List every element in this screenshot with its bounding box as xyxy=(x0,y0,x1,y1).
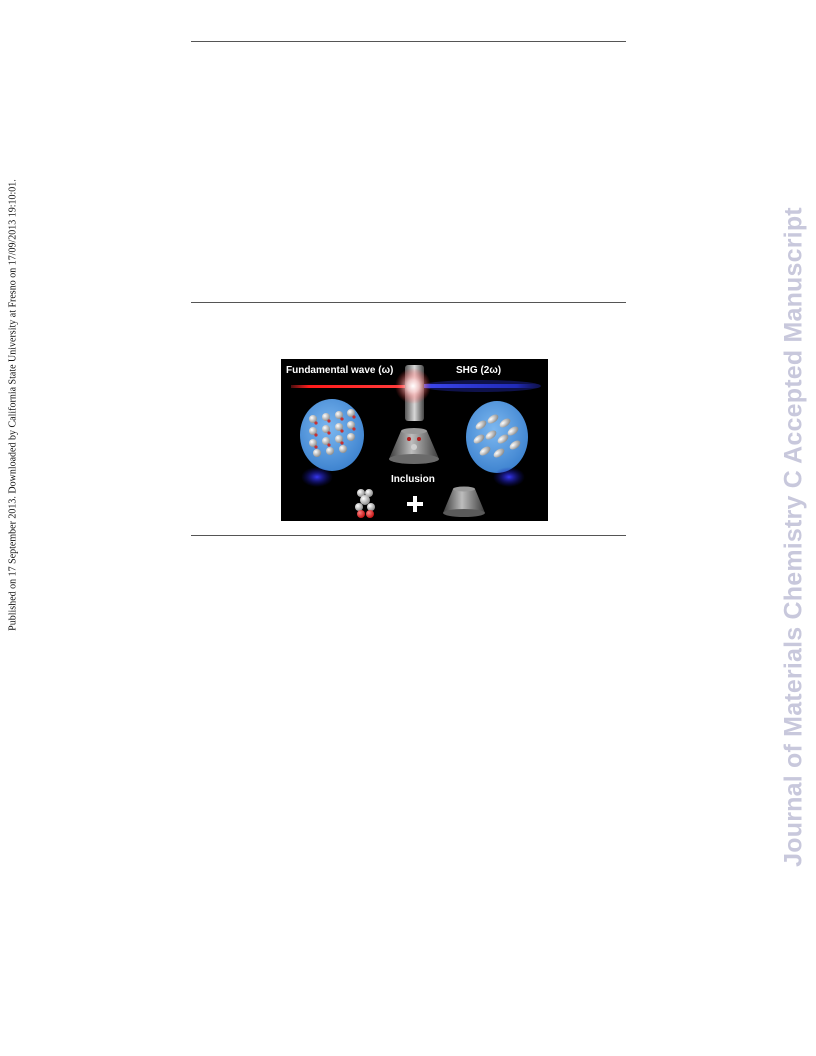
host-cone xyxy=(443,486,485,517)
label-inclusion: Inclusion xyxy=(391,474,435,485)
plus-sign xyxy=(407,496,423,512)
publication-note-text: Published on 17 September 2013. Download… xyxy=(7,179,19,631)
fundamental-beam xyxy=(291,385,411,388)
toc-graphic: Fundamental wave (ω) SHG (2ω) Inclusion xyxy=(281,359,548,521)
glow-left xyxy=(301,467,333,487)
top-rule xyxy=(191,41,626,42)
label-shg: SHG (2ω) xyxy=(456,365,502,376)
host-guest-cone xyxy=(389,428,439,464)
journal-watermark-text: Journal of Materials Chemistry C Accepte… xyxy=(779,207,808,867)
shg-flash xyxy=(395,368,431,404)
label-fundamental-wave: Fundamental wave (ω) xyxy=(286,365,394,376)
molecule-lattice-right xyxy=(473,414,521,458)
toc-graphic-art xyxy=(291,365,541,518)
molecule-lattice-left xyxy=(309,409,356,457)
shg-beam xyxy=(419,384,541,388)
crystal-disc-right xyxy=(466,401,528,473)
guest-molecule xyxy=(355,489,375,518)
middle-rule xyxy=(191,302,626,303)
bottom-rule xyxy=(191,535,626,536)
glow-right xyxy=(493,467,525,487)
